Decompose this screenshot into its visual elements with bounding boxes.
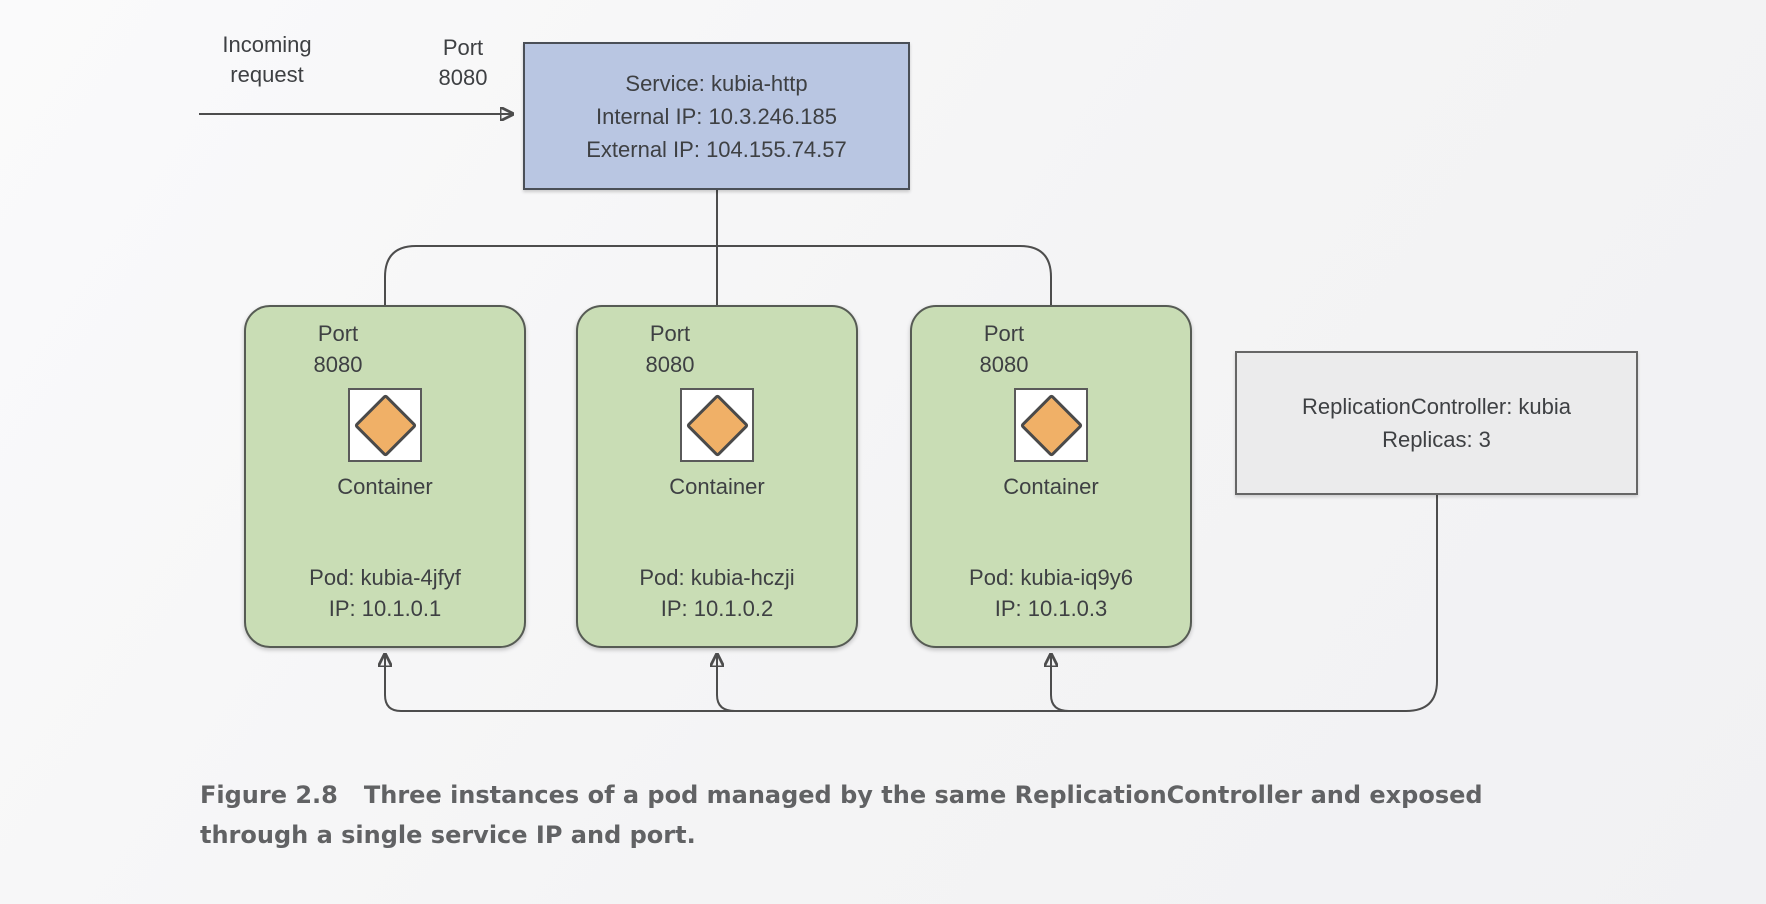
diamond-icon — [353, 393, 417, 457]
service-name: Service: kubia-http — [625, 70, 808, 96]
service-to-pod1-arrow — [385, 245, 717, 381]
figure-number: Figure 2.8 — [200, 781, 338, 809]
rc-to-pod1-arrow — [385, 495, 1438, 712]
container-label: Container — [669, 474, 765, 499]
pod-name: Pod: kubia-hczji — [639, 565, 795, 590]
container-label: Container — [1003, 474, 1099, 499]
pod-box-3: Port 8080 Container Pod: kubia-iq9y6 IP:… — [910, 305, 1192, 648]
pod-ip: IP: 10.1.0.1 — [328, 596, 442, 621]
replication-controller-box: ReplicationController: kubia Replicas: 3 — [1235, 351, 1638, 495]
pod-box-2: Port 8080 Container Pod: kubia-hczji IP:… — [576, 305, 858, 648]
container-icon — [680, 388, 754, 462]
caption-line-1: Figure 2.8 Three instances of a pod manag… — [200, 775, 1483, 815]
caption-line-2: through a single service IP and port. — [200, 821, 696, 849]
container-label: Container — [337, 474, 433, 499]
container-icon — [1014, 388, 1088, 462]
service-internal-ip: Internal IP: 10.3.246.185 — [596, 103, 837, 129]
rc-name: ReplicationController: kubia — [1301, 394, 1572, 419]
pod-name: Pod: kubia-iq9y6 — [969, 565, 1133, 590]
service-external-ip: External IP: 104.155.74.57 — [586, 136, 847, 162]
pod-meta: Pod: kubia-hczji IP: 10.1.0.2 — [578, 562, 856, 624]
pod-ip: IP: 10.1.0.3 — [994, 596, 1108, 621]
rc-to-pod3-arrow — [1051, 655, 1070, 712]
incoming-request-label: Incoming request — [222, 32, 312, 87]
pod-meta: Pod: kubia-4jfyf IP: 10.1.0.1 — [246, 562, 524, 624]
pod-meta: Pod: kubia-iq9y6 IP: 10.1.0.3 — [912, 562, 1190, 624]
pod-ip: IP: 10.1.0.2 — [660, 596, 774, 621]
container-icon — [348, 388, 422, 462]
rc-replicas: Replicas: 3 — [1382, 427, 1491, 452]
diamond-icon — [685, 393, 749, 457]
pod-port-label: Port 8080 — [979, 321, 1029, 377]
caption-text-1: Three instances of a pod managed by the … — [363, 781, 1483, 809]
service-to-pod3-arrow — [717, 245, 1051, 381]
rc-to-pod2-arrow — [717, 655, 736, 712]
pod-port-label: Port 8080 — [313, 321, 363, 377]
ingress-port-label: Port 8080 — [438, 35, 488, 90]
pod-name: Pod: kubia-4jfyf — [309, 565, 461, 590]
figure-caption: Figure 2.8 Three instances of a pod manag… — [200, 775, 1483, 855]
pod-port-label: Port 8080 — [645, 321, 695, 377]
diamond-icon — [1019, 393, 1083, 457]
service-box: Service: kubia-http Internal IP: 10.3.24… — [523, 42, 910, 190]
pod-box-1: Port 8080 Container Pod: kubia-4jfyf IP:… — [244, 305, 526, 648]
